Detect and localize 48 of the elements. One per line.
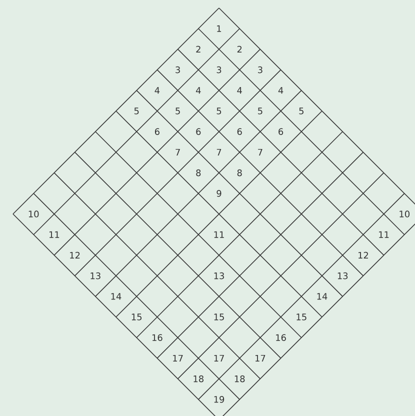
cell-number: 4 [278,87,284,94]
cell-number: 6 [196,128,201,135]
cell-number: 7 [176,148,180,156]
cell-number: 11 [214,231,224,238]
cell-number: 8 [196,169,201,176]
cell-number: 15 [296,314,306,320]
cell-number: 4 [196,87,201,94]
cell-number: 13 [338,272,348,280]
cell-number: 10 [400,210,410,218]
cell-number: 6 [278,128,284,135]
cell-number: 16 [276,334,286,341]
cell-number: 17 [214,354,224,362]
cell-number: 18 [234,375,245,382]
cell-number: 9 [216,190,222,197]
cell-number: 6 [154,128,160,135]
cell-number: 2 [196,46,200,53]
cell-number: 3 [176,66,180,74]
cell-number: 11 [379,231,389,238]
cell-number: 11 [49,231,60,238]
cell-number: 2 [237,46,242,53]
cell-number: 3 [258,66,262,74]
cell-number: 1 [217,25,222,32]
cell-number: 15 [214,314,224,320]
cell-number: 17 [173,354,183,362]
cell-number: 7 [216,148,222,156]
cell-number: 19 [214,396,224,403]
cell-number: 16 [152,334,162,341]
cell-number: 4 [154,87,160,94]
cell-number: 5 [216,108,222,114]
cell-number: 7 [258,148,262,156]
cell-number: 6 [237,128,242,135]
cell-number: 14 [317,293,328,300]
cell-number: 10 [28,210,39,218]
cell-number: 5 [176,108,180,114]
cell-number: 13 [90,272,100,280]
cell-number: 15 [132,314,142,320]
cell-number: 13 [214,272,224,280]
cell-number: 18 [194,375,204,382]
cell-number: 5 [134,108,139,114]
cell-number: 12 [358,252,368,259]
cell-number: 8 [237,169,242,176]
cell-number: 3 [216,66,222,74]
cell-number: 4 [237,87,242,94]
cell-number: 12 [70,252,80,259]
cell-number: 5 [299,108,304,114]
cell-number: 17 [255,354,266,362]
cell-number: 5 [258,108,262,114]
cell-number: 14 [111,293,122,300]
